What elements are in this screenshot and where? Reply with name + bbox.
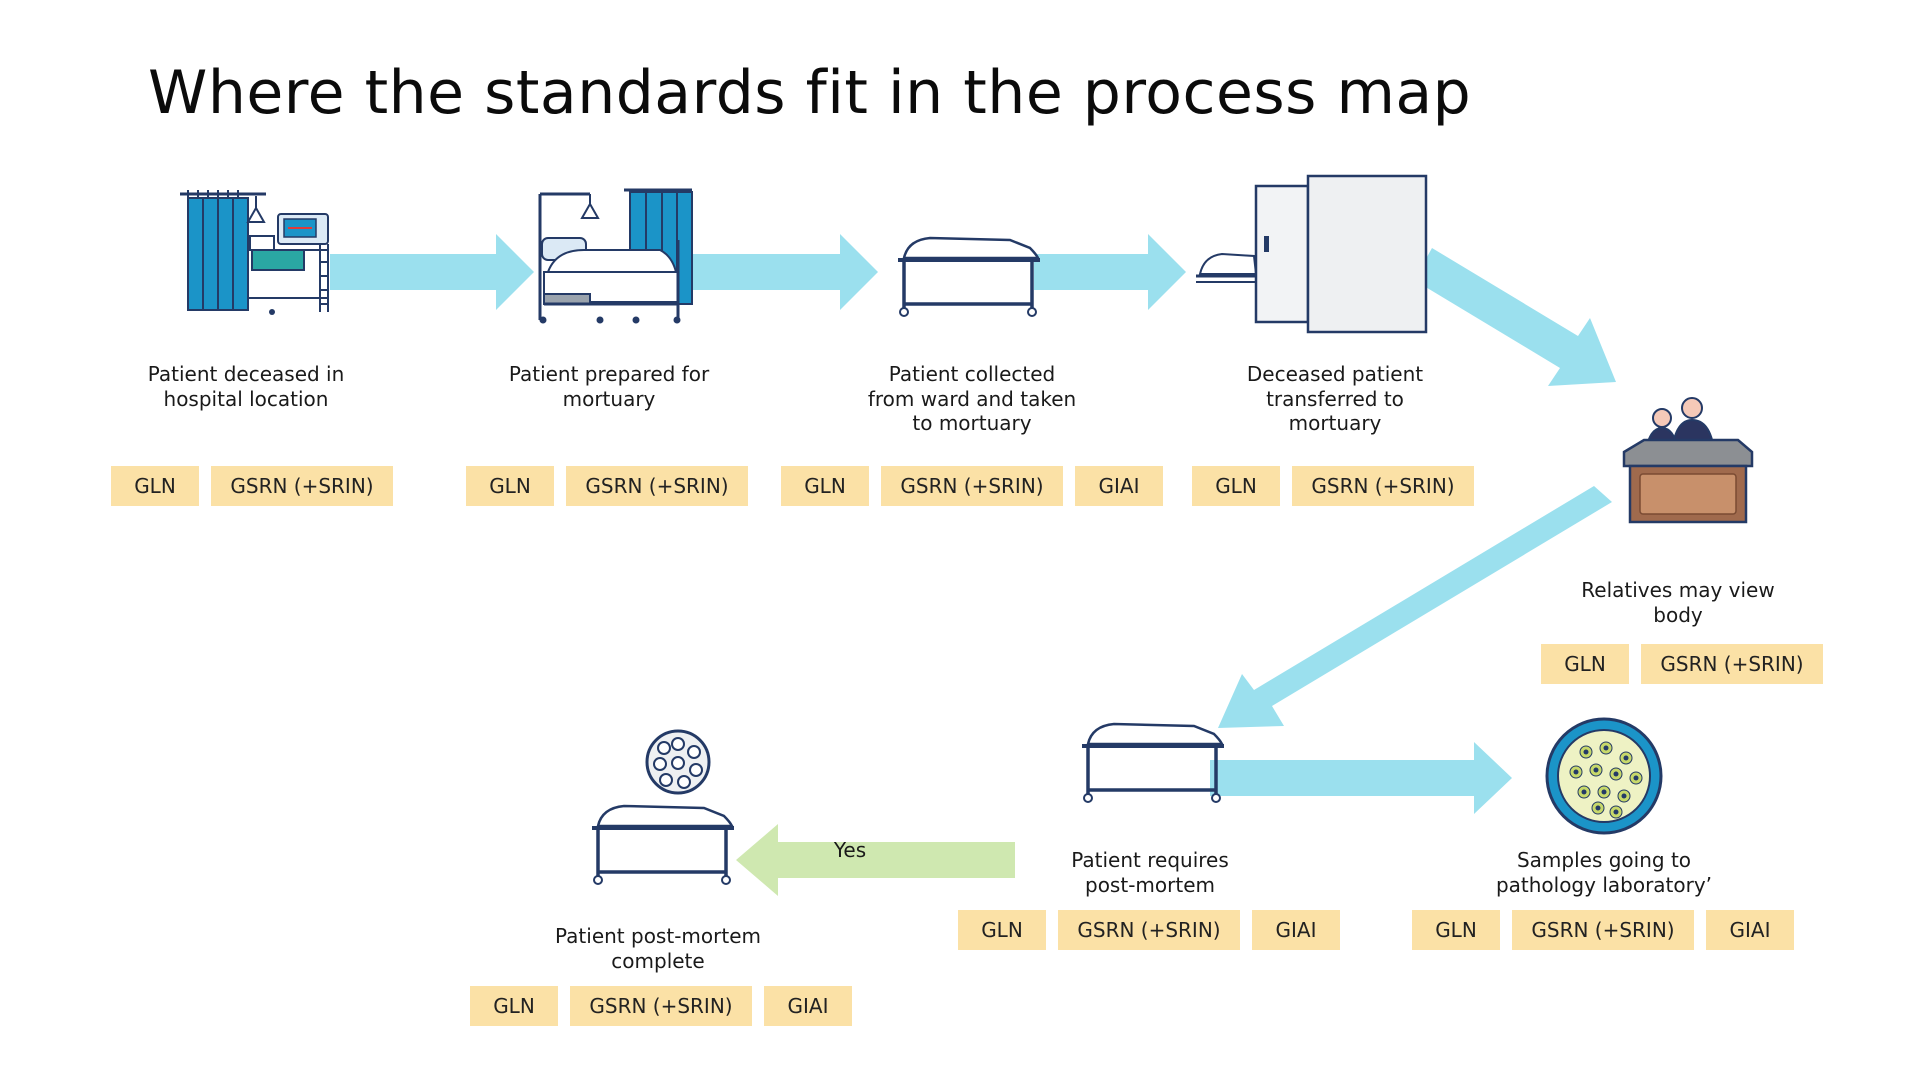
tag-gln: GLN <box>1541 644 1629 684</box>
tag-row-step-4: GLN GSRN (+SRIN) <box>1192 466 1474 506</box>
tag-gln: GLN <box>1192 466 1280 506</box>
flow-arrows <box>330 234 1616 814</box>
tag-giai: GIAI <box>764 986 852 1026</box>
tag-row-step-5: GLN GSRN (+SRIN) <box>1541 644 1823 684</box>
arrow-step3-to-step4 <box>1034 234 1186 310</box>
covered-bed-icon <box>538 188 693 324</box>
step-label-line: pathology laboratory’ <box>1495 872 1713 897</box>
step-label-line: post-mortem <box>1085 872 1215 897</box>
step-label-line: Deceased patient <box>1246 362 1424 386</box>
step-label-requires-post-mortem: Patient requires post-mortem <box>1010 848 1290 897</box>
arrow-step5-to-step6 <box>1218 486 1612 728</box>
step-label-line: transferred to <box>1266 386 1404 411</box>
tag-gln: GLN <box>470 986 558 1026</box>
step-label-line: mortuary <box>562 386 656 411</box>
petri-dish-icon <box>1545 717 1663 835</box>
tag-row-step-2: GLN GSRN (+SRIN) <box>466 466 748 506</box>
tag-gsrn-srin: GSRN (+SRIN) <box>1641 644 1823 684</box>
step-label-line: hospital location <box>163 386 329 411</box>
step-label-line: Patient collected <box>888 362 1056 386</box>
tag-gsrn-srin: GSRN (+SRIN) <box>1292 466 1474 506</box>
tag-giai: GIAI <box>1252 910 1340 950</box>
tag-giai: GIAI <box>1075 466 1163 506</box>
tag-gln: GLN <box>781 466 869 506</box>
step-label-line: from ward and taken <box>867 386 1077 411</box>
tag-gsrn-srin: GSRN (+SRIN) <box>881 466 1063 506</box>
step-label-deceased-in-hospital: Patient deceased in hospital location <box>106 362 386 411</box>
tag-giai: GIAI <box>1706 910 1794 950</box>
step-label-line: Patient requires <box>1071 848 1229 872</box>
step-label-prepared-for-mortuary: Patient prepared for mortuary <box>469 362 749 411</box>
step-label-relatives-view-body: Relatives may view body <box>1538 578 1818 627</box>
tag-gln: GLN <box>1412 910 1500 950</box>
tag-gsrn-srin: GSRN (+SRIN) <box>211 466 393 506</box>
step-label-line: mortuary <box>1288 411 1382 435</box>
trolley-icon <box>898 236 1041 317</box>
tag-gln: GLN <box>111 466 199 506</box>
tag-row-step-1: GLN GSRN (+SRIN) <box>111 466 393 506</box>
step-label-collected-from-ward: Patient collected from ward and taken to… <box>832 362 1112 436</box>
surgical-table-icon <box>592 729 735 885</box>
arrow-step4-to-step5 <box>1414 248 1616 386</box>
tag-row-step-7: GLN GSRN (+SRIN) GIAI <box>1412 910 1794 950</box>
step-label-line: body <box>1653 602 1703 627</box>
hospital-bed-icon <box>180 190 329 315</box>
step-label-samples-to-pathology: Samples going to pathology laboratory’ <box>1464 848 1744 897</box>
tag-gsrn-srin: GSRN (+SRIN) <box>1058 910 1240 950</box>
tag-row-step-6: GLN GSRN (+SRIN) GIAI <box>958 910 1340 950</box>
decision-arrow-label: Yes <box>833 838 867 862</box>
tag-gsrn-srin: GSRN (+SRIN) <box>1512 910 1694 950</box>
tag-gln: GLN <box>958 910 1046 950</box>
tag-gsrn-srin: GSRN (+SRIN) <box>570 986 752 1026</box>
tag-gsrn-srin: GSRN (+SRIN) <box>566 466 748 506</box>
step-label-line: Patient prepared for <box>508 362 710 386</box>
decision-arrow-yes <box>736 824 1015 896</box>
tag-row-step-3: GLN GSRN (+SRIN) GIAI <box>781 466 1163 506</box>
step-label-line: complete <box>611 948 705 973</box>
tag-row-step-8: GLN GSRN (+SRIN) GIAI <box>470 986 852 1026</box>
step-label-post-mortem-complete: Patient post-mortem complete <box>518 924 798 973</box>
page-title: Where the standards fit in the process m… <box>148 58 1472 128</box>
step-label-line: Patient deceased in <box>147 362 345 386</box>
mortuary-fridge-icon <box>1196 174 1428 334</box>
arrow-step1-to-step2 <box>330 234 534 310</box>
relatives-viewing-icon <box>1622 397 1754 524</box>
step-label-line: Samples going to <box>1516 848 1692 872</box>
step-label-line: Patient post-mortem <box>555 924 761 948</box>
step-label-line: Relatives may view <box>1581 578 1775 602</box>
tag-gln: GLN <box>466 466 554 506</box>
arrow-step6-to-step7 <box>1210 742 1512 814</box>
step-label-transferred-to-mortuary: Deceased patient transferred to mortuary <box>1195 362 1475 436</box>
trolley-icon <box>1082 722 1225 803</box>
step-label-line: to mortuary <box>912 411 1032 435</box>
arrow-step2-to-step3 <box>690 234 878 310</box>
